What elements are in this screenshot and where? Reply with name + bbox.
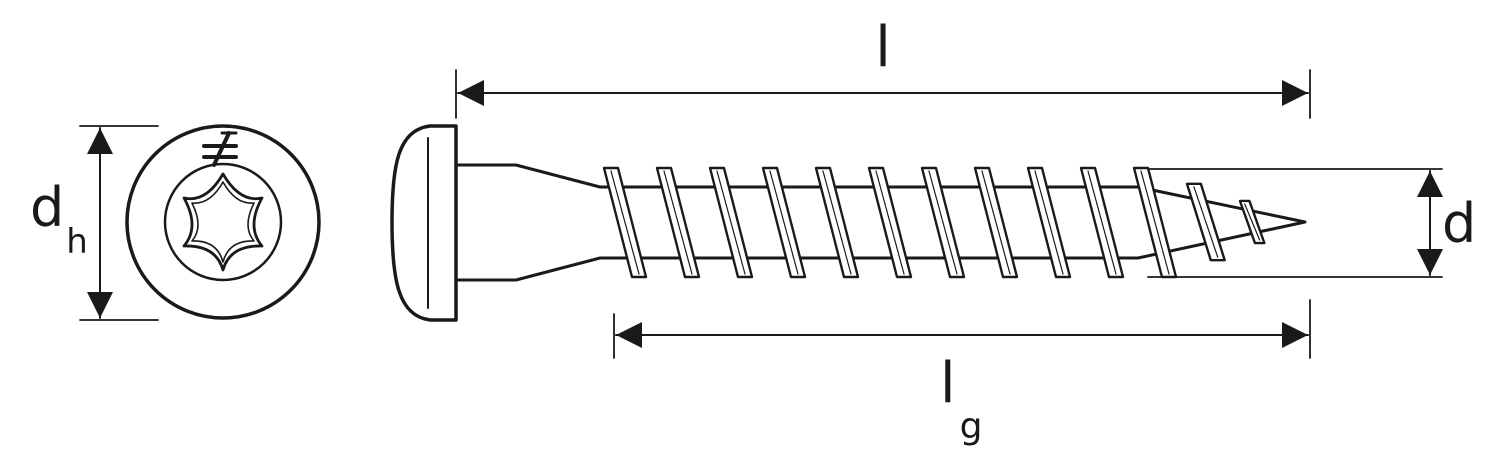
head-diameter-dimension xyxy=(79,125,159,321)
thread-length-dimension xyxy=(613,299,1311,359)
thread-flight-edge xyxy=(769,170,799,275)
screw-shank xyxy=(454,163,1307,282)
length-label: l xyxy=(875,15,891,80)
screw-head-top-view xyxy=(125,124,321,320)
diameter-label: d xyxy=(1442,192,1476,255)
thread-flight-edge xyxy=(610,170,640,275)
screw-head-side xyxy=(390,124,458,322)
thread-flight-edge xyxy=(716,170,746,275)
brand-mark-icon xyxy=(202,131,238,167)
thread-flight-edge xyxy=(1034,170,1064,275)
thread-flight-edge xyxy=(1140,170,1170,275)
screw-side-view xyxy=(390,124,1307,322)
length-dimension xyxy=(455,69,1311,119)
thread-flight-edge xyxy=(1087,170,1117,275)
thread-flight-edge xyxy=(1193,186,1219,258)
head-diameter-label: dh xyxy=(30,176,88,262)
thread-flight-edge xyxy=(928,170,958,275)
thread-flight-edge xyxy=(1244,203,1261,241)
thread-flight-edge xyxy=(822,170,852,275)
diameter-dimension xyxy=(1147,168,1443,278)
thread-flight-edge xyxy=(875,170,905,275)
thread-length-label: lg xyxy=(940,351,982,447)
thread-flight-edge xyxy=(663,170,693,275)
screw-thread xyxy=(602,166,1266,279)
thread-flight-edge xyxy=(981,170,1011,275)
torx-drive-icon xyxy=(182,172,264,272)
